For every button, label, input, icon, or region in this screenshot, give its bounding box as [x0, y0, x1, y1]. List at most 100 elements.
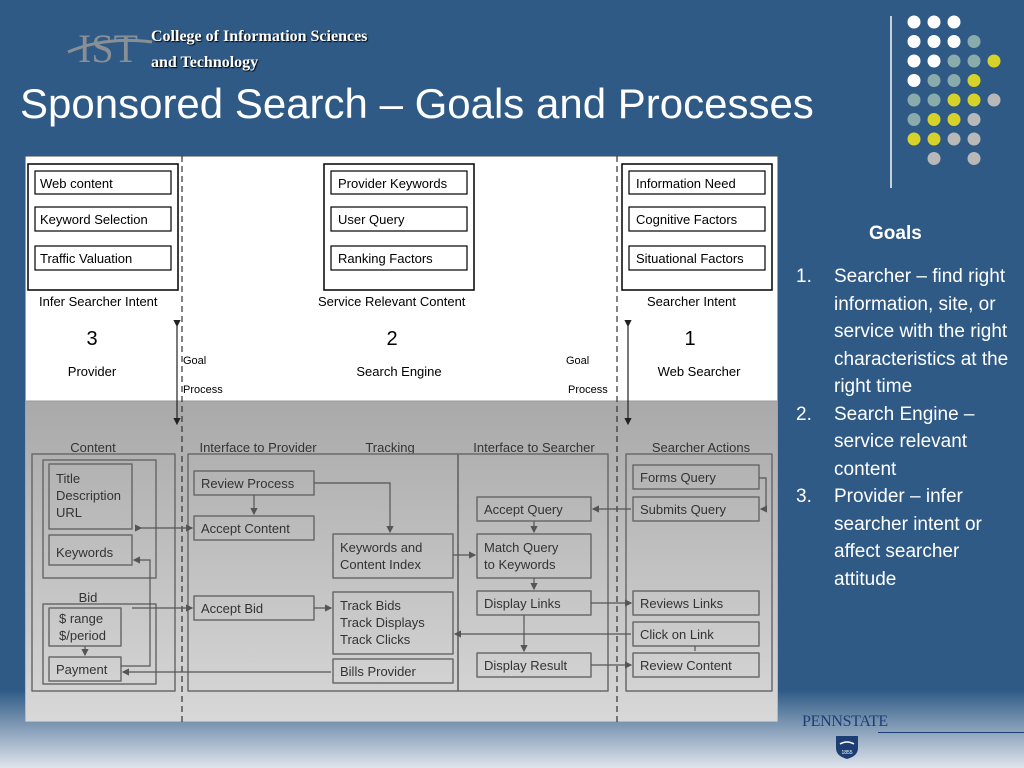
searcher-accept-query: Accept Query: [484, 502, 563, 517]
ist-logo-text: IST: [78, 26, 138, 71]
bid-payment: Payment: [56, 662, 108, 677]
action-submits-query: Submits Query: [640, 502, 726, 517]
searcher-display-result: Display Result: [484, 658, 567, 673]
action-review-content: Review Content: [640, 658, 732, 673]
decorative-dot: [947, 74, 961, 87]
goal-provider-role: Provider: [68, 364, 117, 379]
pennstate-rule: [878, 732, 1024, 733]
decorative-dot: [907, 74, 921, 87]
decorative-dot: [907, 35, 921, 48]
content-field-description: Description: [56, 488, 121, 503]
decorative-dot: [927, 35, 941, 48]
decorative-dot: [987, 93, 1001, 107]
process-label-left: Process: [183, 384, 223, 396]
content-field-title: Title: [56, 471, 80, 486]
tracking-clicks: Track Clicks: [340, 632, 411, 647]
goal-engine-item-2: User Query: [338, 212, 405, 227]
ist-logo: IST: [67, 26, 153, 71]
goal-item-1-text: Searcher – find right information, site,…: [834, 266, 1009, 397]
goal-item-3-number: 3.: [796, 486, 812, 507]
decorative-dot: [967, 93, 981, 107]
college-line-1: College of Information Sciences: [151, 28, 368, 45]
searcher-display-links: Display Links: [484, 596, 561, 611]
college-name: College of Information Sciences and Tech…: [151, 24, 367, 76]
goal-provider-item-1: Web content: [40, 176, 113, 191]
tracking-bids: Track Bids: [340, 598, 401, 613]
decorative-dot: [927, 93, 941, 107]
pennstate-year: 1855: [841, 750, 852, 756]
content-keywords: Keywords: [56, 545, 114, 560]
decorative-dot: [947, 132, 961, 146]
goal-label-right: Goal: [566, 355, 589, 367]
decorative-dot: [907, 54, 921, 68]
goal-item-1: 1. Searcher – find right information, si…: [796, 263, 1018, 401]
decorative-dot: [907, 132, 921, 146]
sponsored-search-diagram: Web content Keyword Selection Traffic Va…: [25, 156, 778, 722]
goal-provider-item-2: Keyword Selection: [40, 212, 148, 227]
goal-item-3: 3. Provider – infer searcher intent or a…: [796, 483, 1018, 593]
goal-item-2-text: Search Engine – service relevant content: [834, 403, 975, 480]
tracking-index-line-2: Content Index: [340, 557, 421, 572]
goal-provider-item-3: Traffic Valuation: [40, 251, 132, 266]
goal-provider-label: Infer Searcher Intent: [39, 294, 158, 309]
goal-searcher-item-1: Information Need: [636, 176, 736, 191]
decorative-dot: [987, 54, 1001, 68]
goal-searcher-item-2: Cognitive Factors: [636, 212, 738, 227]
tracking-bills-provider: Bills Provider: [340, 664, 417, 679]
content-field-url: URL: [56, 505, 82, 520]
goal-engine-number: 2: [386, 328, 397, 350]
process-label-right: Process: [568, 384, 608, 396]
action-forms-query: Forms Query: [640, 470, 716, 485]
goal-label-left: Goal: [183, 355, 206, 367]
pennstate-wordmark: PENNSTATE: [802, 713, 888, 730]
process-header-interface-provider: Interface to Provider: [199, 440, 317, 455]
content-bid-label: Bid: [79, 590, 98, 605]
decorative-dot: [967, 113, 981, 126]
goals-list: 1. Searcher – find right information, si…: [796, 263, 1018, 593]
action-click-on-link: Click on Link: [640, 627, 714, 642]
decorative-dot: [967, 132, 981, 146]
decorative-dot: [967, 54, 981, 68]
decorative-dot: [947, 35, 961, 48]
decorative-dot: [947, 54, 961, 68]
decorative-divider: [890, 16, 892, 188]
pennstate-shield-icon: 1855: [836, 736, 858, 759]
decorative-dot: [967, 152, 981, 165]
action-reviews-links: Reviews Links: [640, 596, 724, 611]
decorative-dot: [907, 15, 921, 29]
decorative-dot-grid: [907, 15, 1001, 165]
decorative-dot: [927, 54, 941, 68]
decorative-dot: [967, 74, 981, 87]
goal-item-2: 2. Search Engine – service relevant cont…: [796, 401, 1018, 484]
decorative-dot: [947, 15, 961, 29]
decorative-dot: [907, 93, 921, 107]
decorative-dot: [927, 132, 941, 146]
tracking-displays: Track Displays: [340, 615, 425, 630]
goal-searcher-label: Searcher Intent: [647, 294, 736, 309]
goal-engine-role: Search Engine: [356, 364, 441, 379]
provider-review-process: Review Process: [201, 476, 295, 491]
goal-engine-item-1: Provider Keywords: [338, 176, 448, 191]
goal-item-2-number: 2.: [796, 403, 812, 425]
college-line-2: and Technology: [151, 54, 259, 71]
decorative-dot: [967, 35, 981, 48]
goal-item-3-text: Provider – infer searcher intent or affe…: [834, 486, 982, 590]
goal-engine-label: Service Relevant Content: [318, 294, 466, 309]
provider-accept-bid: Accept Bid: [201, 601, 263, 616]
bid-range: $ range: [59, 611, 103, 626]
searcher-match-line-2: to Keywords: [484, 557, 556, 572]
decorative-dot: [927, 113, 941, 126]
decorative-dot: [927, 152, 941, 165]
goal-engine-item-3: Ranking Factors: [338, 251, 433, 266]
goal-provider-number: 3: [86, 328, 97, 350]
provider-accept-content: Accept Content: [201, 521, 290, 536]
goal-item-1-number: 1.: [796, 266, 812, 287]
goals-title: Goals: [869, 223, 922, 244]
decorative-dot: [907, 113, 921, 126]
decorative-dot: [947, 113, 961, 126]
decorative-dot: [927, 15, 941, 29]
process-header-content: Content: [70, 440, 116, 455]
decorative-dot: [947, 93, 961, 107]
process-header-interface-searcher: Interface to Searcher: [473, 440, 595, 455]
bid-period: $/period: [59, 628, 106, 643]
